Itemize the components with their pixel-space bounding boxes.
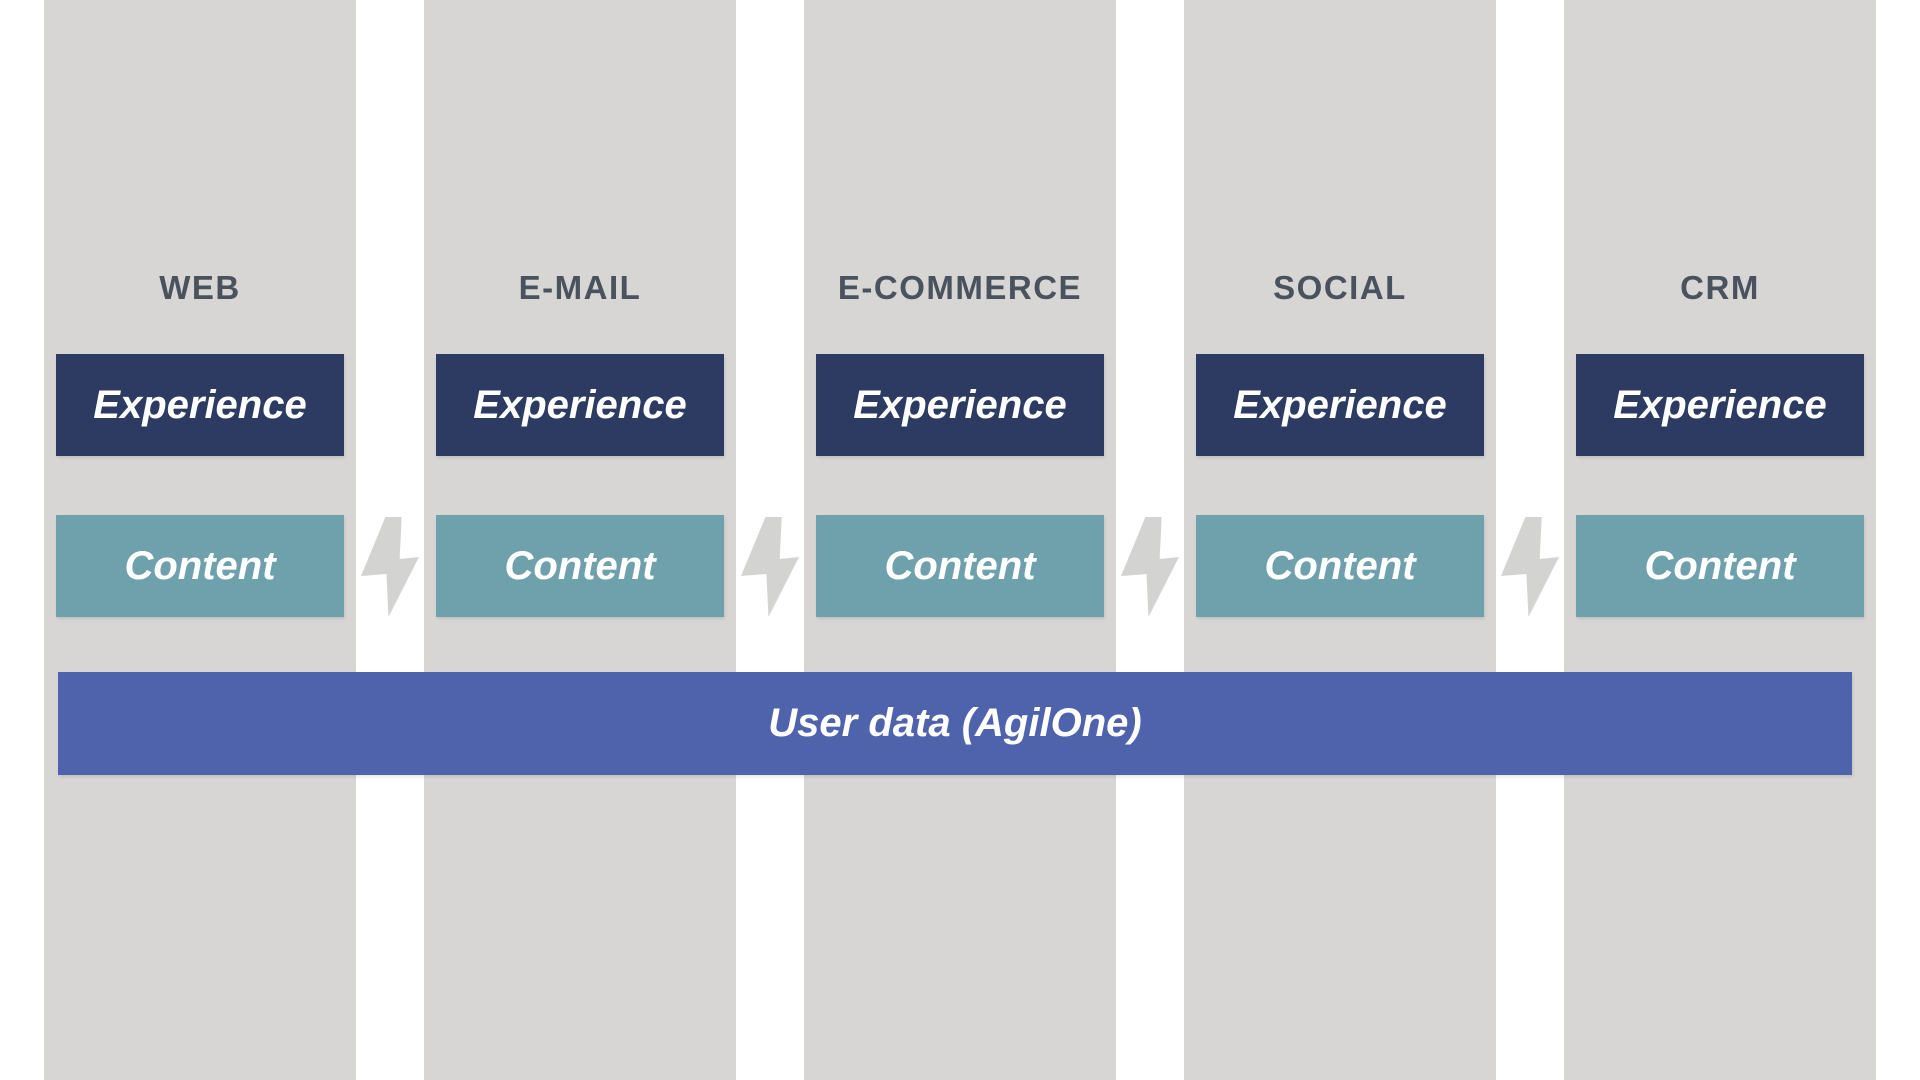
channel-label: CRM bbox=[1680, 269, 1760, 306]
content-box: Content bbox=[436, 515, 724, 617]
experience-box: Experience bbox=[436, 354, 724, 456]
channel-column-web: WEB Experience Content bbox=[44, 0, 356, 1080]
channel-column-social: SOCIAL Experience Content bbox=[1184, 0, 1496, 1080]
channel-column-ecommerce: E-COMMERCE Experience Content bbox=[804, 0, 1116, 1080]
experience-box: Experience bbox=[816, 354, 1104, 456]
lightning-bolt-icon bbox=[361, 517, 419, 617]
channel-label: SOCIAL bbox=[1273, 269, 1407, 306]
content-box: Content bbox=[56, 515, 344, 617]
lightning-bolt-icon bbox=[1501, 517, 1559, 617]
channel-label: WEB bbox=[159, 269, 241, 306]
experience-box: Experience bbox=[1576, 354, 1864, 456]
content-box: Content bbox=[1196, 515, 1484, 617]
channel-column-crm: CRM Experience Content bbox=[1564, 0, 1876, 1080]
content-box: Content bbox=[1576, 515, 1864, 617]
user-data-bar: User data (AgilOne) bbox=[58, 672, 1852, 775]
channel-column-email: E-MAIL Experience Content bbox=[424, 0, 736, 1080]
channel-label: E-COMMERCE bbox=[837, 269, 1083, 306]
experience-box: Experience bbox=[56, 354, 344, 456]
channel-label: E-MAIL bbox=[518, 269, 642, 306]
content-box: Content bbox=[816, 515, 1104, 617]
lightning-bolt-icon bbox=[741, 517, 799, 617]
experience-box: Experience bbox=[1196, 354, 1484, 456]
lightning-bolt-icon bbox=[1121, 517, 1179, 617]
